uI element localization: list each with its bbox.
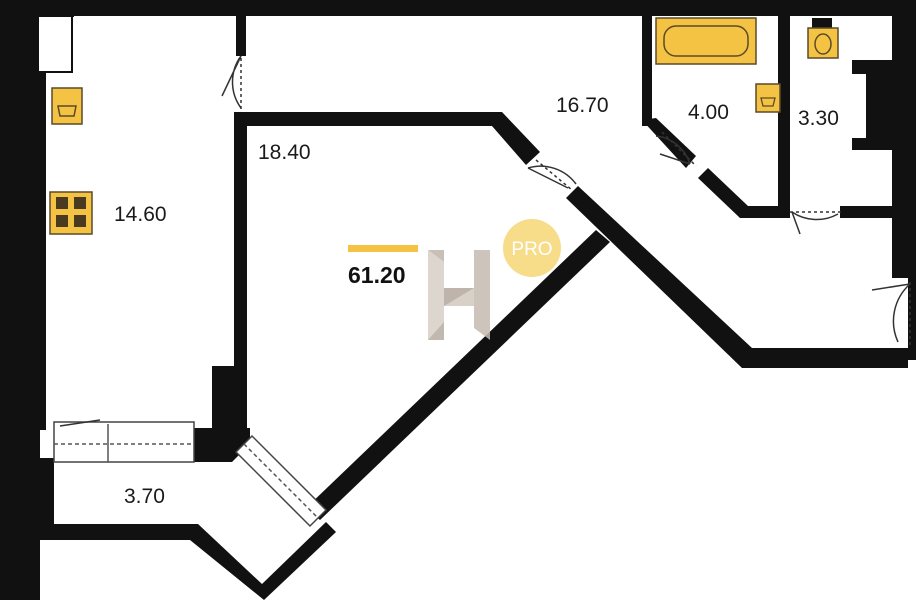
- balcony-window: [53, 421, 195, 463]
- door-toilet: [791, 211, 839, 235]
- bathroom-wall-diag-top: [642, 118, 696, 168]
- sink-icon-basin: [57, 105, 77, 117]
- door-living: [527, 165, 577, 189]
- kitchen-column: [37, 15, 73, 73]
- burner-2: [74, 197, 86, 209]
- outer-wall-left: [0, 0, 46, 600]
- toilet-icon: [807, 18, 839, 59]
- toilet-shaft: [852, 60, 896, 150]
- living-wall-diagonal-hall: [566, 186, 908, 368]
- door-bathroom: [655, 135, 691, 165]
- pro-badge: PRO: [503, 219, 561, 277]
- doors: [59, 55, 911, 427]
- pro-badge-circle: [503, 219, 561, 277]
- balcony-outer-wall: [40, 458, 336, 600]
- room-label-kitchen: 14.60: [114, 203, 167, 226]
- living-wall-diagonal-south: [306, 230, 610, 520]
- logo-crossbar-shade: [444, 288, 474, 306]
- logo-right-bar: [474, 250, 490, 340]
- sink-icon: [755, 83, 781, 113]
- room-label-bathroom: 4.00: [688, 101, 729, 124]
- bath-sink-basin: [760, 97, 776, 107]
- room-label-hall: 16.70: [556, 94, 609, 117]
- partition-kitchen-lower: [234, 112, 247, 430]
- bathroom-wall-left: [642, 14, 652, 126]
- window-swing: [59, 419, 101, 427]
- stove-icon: [49, 191, 93, 235]
- door-kitchen: [221, 55, 242, 109]
- bathtub-icon: [655, 17, 757, 65]
- door-living-dash: [535, 159, 573, 191]
- bathtub-icon-basin: [663, 25, 749, 57]
- balcony-door-dash: [243, 443, 319, 519]
- room-label-toilet: 3.30: [798, 107, 839, 130]
- burner-4: [74, 215, 86, 227]
- partition-kitchen-upper: [236, 14, 246, 56]
- room-label-living: 18.40: [258, 141, 311, 164]
- sink-icon: [51, 87, 83, 125]
- living-wall-top: [246, 112, 540, 165]
- pro-badge-text: PRO: [511, 239, 552, 260]
- room-label-balcony: 3.70: [124, 485, 165, 508]
- door-entrance: [871, 283, 911, 343]
- logo-left-top: [428, 250, 444, 262]
- burner-1: [56, 197, 68, 209]
- burner-3: [56, 215, 68, 227]
- toilet-wall-bottom: [840, 206, 894, 218]
- total-area: 61.20: [348, 262, 406, 288]
- toilet-icon-bowl: [814, 33, 832, 55]
- sink-icon-body: [51, 87, 83, 125]
- h-logo-icon: [428, 250, 490, 340]
- door-bathroom-dash: [661, 131, 697, 167]
- total-area-bar: [348, 245, 418, 252]
- wall-pillar: [212, 366, 246, 430]
- outer-wall-top: [0, 0, 916, 16]
- logo-left-foot: [428, 322, 444, 340]
- bathroom-wall-diag-bottom: [698, 168, 782, 218]
- toilet-wall-left: [778, 14, 790, 218]
- toilet-icon-body: [807, 27, 839, 59]
- windows: [53, 421, 328, 528]
- logo-left-bar: [428, 250, 444, 340]
- wall-balcony-corner: [192, 428, 250, 462]
- outer-wall-right-end: [908, 270, 916, 360]
- toilet-icon-tank: [812, 18, 832, 28]
